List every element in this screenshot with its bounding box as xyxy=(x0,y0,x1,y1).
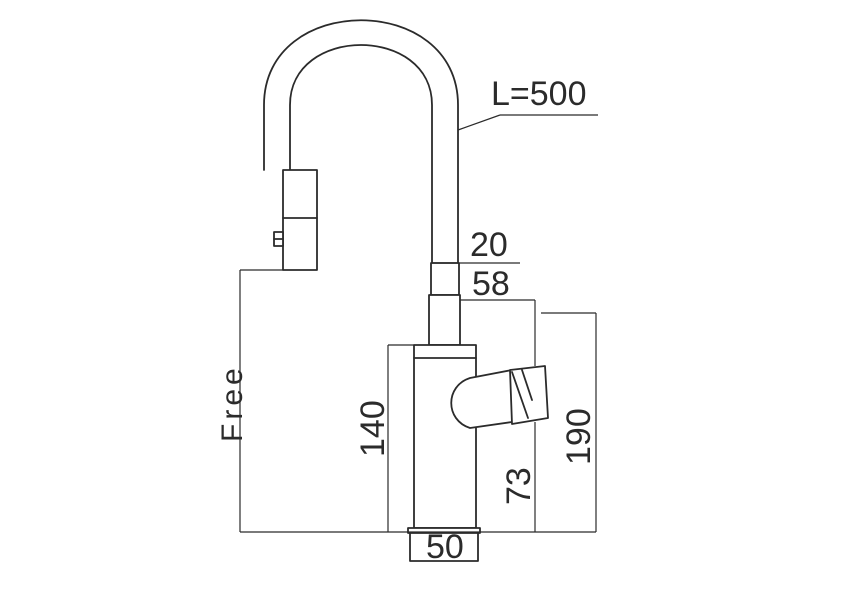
handle-width-label: 58 xyxy=(472,265,510,303)
faucet-body xyxy=(407,344,481,562)
total-height-label: 190 xyxy=(560,408,598,465)
hose-collar xyxy=(428,262,461,346)
outlet-height-label: 20 xyxy=(470,226,508,264)
dimension-lines xyxy=(239,114,598,533)
base-width-label: 50 xyxy=(426,528,464,566)
handle-axis-height-label: 73 xyxy=(500,467,538,505)
body-height-label: 140 xyxy=(354,400,392,457)
free-label: Free xyxy=(216,364,249,442)
spray-head xyxy=(273,169,318,271)
hose-length-label: L=500 xyxy=(491,75,587,113)
flexible-hose xyxy=(263,19,459,264)
side-handle xyxy=(450,365,549,429)
